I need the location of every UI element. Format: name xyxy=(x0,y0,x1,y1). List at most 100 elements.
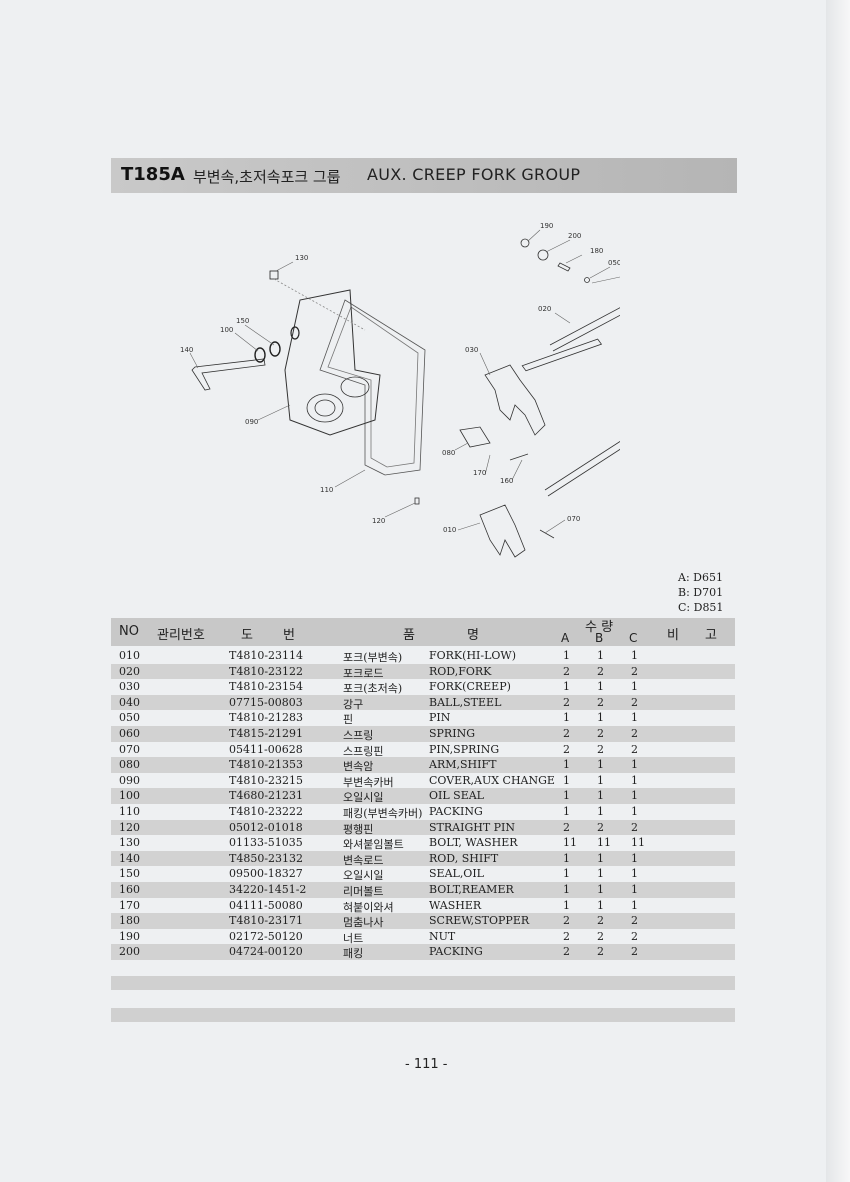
row-no: 120 xyxy=(119,820,140,834)
row-qty-a: 1 xyxy=(563,711,570,725)
row-qty-c: 1 xyxy=(631,851,638,865)
row-qty-b: 1 xyxy=(597,758,604,772)
callout-130: 130 xyxy=(295,254,308,262)
row-no: 100 xyxy=(119,789,140,803)
variant-c: C: D851 xyxy=(678,601,724,614)
row-name-english: PIN,SPRING xyxy=(429,742,500,756)
row-no: 190 xyxy=(119,929,140,943)
row-name-korean: 멈춤나사 xyxy=(343,916,384,930)
row-qty-c: 1 xyxy=(631,649,638,662)
row-name-english: SPRING xyxy=(429,726,475,740)
callout-070: 070 xyxy=(567,515,580,523)
row-name-english: OIL SEAL xyxy=(429,789,484,803)
callout-200: 200 xyxy=(568,232,581,240)
header-qty-c: C xyxy=(629,631,638,645)
row-qty-b: 2 xyxy=(597,914,604,928)
row-no: 060 xyxy=(119,726,140,740)
row-qty-b: 2 xyxy=(597,695,604,709)
row-name-english: BOLT, WASHER xyxy=(429,836,518,850)
row-qty-c: 1 xyxy=(631,758,638,772)
row-name-english: WASHER xyxy=(429,898,482,912)
row-qty-c: 1 xyxy=(631,804,638,818)
callout-050: 050 xyxy=(608,259,620,267)
row-name-english: ROD, SHIFT xyxy=(429,851,499,865)
straight-pin-shape xyxy=(414,497,420,505)
cover-bore-shape xyxy=(306,393,344,423)
row-qty-b: 2 xyxy=(597,742,604,756)
row-name-korean: 변속로드 xyxy=(343,853,384,867)
row-name-english: SEAL,OIL xyxy=(429,867,484,881)
row-name-korean: 포크(초저속) xyxy=(343,682,403,696)
row-no: 150 xyxy=(119,867,140,881)
callout-110: 110 xyxy=(320,486,333,494)
row-name-korean: 강구 xyxy=(343,697,364,711)
row-qty-a: 1 xyxy=(563,789,570,803)
row-qty-a: 2 xyxy=(563,726,570,740)
row-qty-c: 2 xyxy=(631,945,638,959)
row-qty-c: 2 xyxy=(631,664,638,678)
row-name-english: STRAIGHT PIN xyxy=(429,820,516,834)
row-qty-a: 2 xyxy=(563,945,570,959)
row-qty-b: 1 xyxy=(597,789,604,803)
row-name-english: FORK(CREEP) xyxy=(429,680,511,694)
group-title-korean: 부변속,초저속포크 그룹 xyxy=(193,168,341,186)
row-part-number: 05411-00628 xyxy=(229,742,303,756)
row-part-number: T4810-23171 xyxy=(229,914,304,928)
row-part-number: T4810-23154 xyxy=(229,680,304,694)
row-name-korean: 변속암 xyxy=(343,760,374,774)
row-qty-b: 1 xyxy=(597,649,604,662)
row-qty-a: 11 xyxy=(563,836,577,850)
row-qty-c: 2 xyxy=(631,929,638,943)
row-no: 090 xyxy=(119,773,140,787)
row-name-korean: 포크(부변속) xyxy=(343,651,403,664)
row-no: 070 xyxy=(119,742,140,756)
row-name-korean: 스프링 xyxy=(343,728,374,742)
page-number: - 111 - xyxy=(405,1057,448,1072)
row-name-korean: 오일시일 xyxy=(343,869,384,883)
row-qty-c: 1 xyxy=(631,773,638,787)
row-qty-c: 2 xyxy=(631,726,638,740)
row-qty-c: 1 xyxy=(631,680,638,694)
reamer-bolt-shape xyxy=(509,453,529,461)
row-qty-c: 2 xyxy=(631,695,638,709)
row-no: 160 xyxy=(119,882,140,896)
row-qty-a: 1 xyxy=(563,851,570,865)
row-qty-b: 1 xyxy=(597,711,604,725)
row-part-number: T4815-21291 xyxy=(229,726,304,740)
row-part-number: T4810-23114 xyxy=(229,649,304,662)
packing-200-shape xyxy=(537,249,549,261)
row-qty-b: 2 xyxy=(597,664,604,678)
row-name-english: NUT xyxy=(429,929,456,943)
row-qty-b: 1 xyxy=(597,804,604,818)
row-name-korean: 핀 xyxy=(343,713,354,727)
row-no: 030 xyxy=(119,680,140,694)
oil-seal-cover-shape xyxy=(290,326,300,340)
row-qty-b: 11 xyxy=(597,836,611,850)
callout-090: 090 xyxy=(245,418,258,426)
row-name-english: SCREW,STOPPER xyxy=(429,914,530,928)
shift-arm-shape xyxy=(459,426,491,448)
row-name-korean: 평행핀 xyxy=(343,822,374,836)
header-no: NO xyxy=(119,624,139,639)
row-no: 170 xyxy=(119,898,140,912)
shift-rod-shape xyxy=(191,358,266,391)
callout-150: 150 xyxy=(236,317,249,325)
row-part-number: T4810-23215 xyxy=(229,773,304,787)
bolt-axis-line xyxy=(273,278,366,331)
callout-120: 120 xyxy=(372,517,385,525)
row-qty-c: 1 xyxy=(631,898,638,912)
callout-030: 030 xyxy=(465,346,478,354)
row-part-number: T4810-23122 xyxy=(229,664,304,678)
row-qty-a: 1 xyxy=(563,758,570,772)
row-qty-a: 1 xyxy=(563,882,570,896)
row-name-korean: 포크로드 xyxy=(343,666,384,680)
header-qty-a: A xyxy=(561,631,570,645)
row-qty-c: 2 xyxy=(631,820,638,834)
